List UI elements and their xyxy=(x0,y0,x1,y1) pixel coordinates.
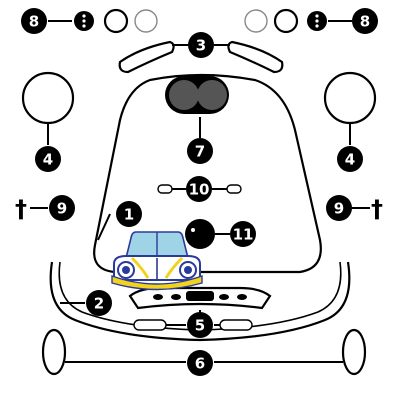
callout-circle xyxy=(86,290,112,316)
callout-number: 6 xyxy=(195,355,205,373)
marker-left-part-10 xyxy=(157,184,173,194)
callout-number: 7 xyxy=(195,143,205,161)
callout-2-badge: 2 xyxy=(86,290,112,316)
dagger-icon-left: † xyxy=(15,195,27,223)
end-pad-right-part-6 xyxy=(341,328,367,376)
emblem-part-11 xyxy=(185,219,215,249)
vent-left-part-5 xyxy=(133,319,167,331)
screw-dot xyxy=(315,14,319,18)
callout-number: 11 xyxy=(233,226,254,244)
callout-1-badge: 1 xyxy=(116,201,142,227)
callout-number: 4 xyxy=(345,151,355,169)
lid-trim-right-part-3 xyxy=(227,40,284,74)
callout-8-right-badge: 8 xyxy=(352,8,378,34)
leader-1 xyxy=(97,213,111,241)
round-lamp-left-part-4 xyxy=(21,71,75,125)
callout-9-right-badge: 9 xyxy=(326,195,352,221)
ring-large-left xyxy=(103,8,129,34)
front-panel-part-1 xyxy=(93,73,322,274)
emblem-highlight xyxy=(191,228,195,232)
callout-5-badge: 5 xyxy=(187,312,213,338)
callout-number: 4 xyxy=(43,151,53,169)
callout-circle xyxy=(187,138,213,164)
callout-9-left-badge: 9 xyxy=(49,195,75,221)
callout-circle xyxy=(188,32,214,58)
callout-number: 8 xyxy=(29,13,39,31)
ring-thin-right xyxy=(244,9,268,33)
lamp-lens-right xyxy=(197,80,227,110)
callout-circle xyxy=(21,8,47,34)
round-lamp-right-part-4 xyxy=(323,71,377,125)
callout-number: 5 xyxy=(195,317,205,335)
callout-circle xyxy=(187,350,213,376)
callout-number: 9 xyxy=(57,200,67,218)
callout-4-left-badge: 4 xyxy=(35,146,61,172)
marker-right-part-10 xyxy=(226,184,242,194)
callout-number: 2 xyxy=(94,295,104,313)
callout-layer: 1 2 3 4 4 5 6 7 8 8 9 9 10 11 xyxy=(21,8,378,376)
bumper-part-2 xyxy=(49,261,351,342)
vent-right-part-5 xyxy=(219,319,253,331)
callout-number: 3 xyxy=(196,37,206,55)
callout-circle xyxy=(186,176,212,202)
callout-10-badge: 10 xyxy=(186,176,212,202)
callout-circle xyxy=(35,146,61,172)
callout-11-badge: 11 xyxy=(230,221,256,247)
callout-number: 9 xyxy=(334,200,344,218)
callout-number: 8 xyxy=(360,13,370,31)
callout-number: 1 xyxy=(124,206,134,224)
callout-circle xyxy=(116,201,142,227)
screw-dot xyxy=(82,19,86,23)
car-front-icon xyxy=(111,231,203,291)
grille-holes xyxy=(153,291,247,301)
end-pad-left-part-6 xyxy=(41,328,67,376)
callout-8-left-badge: 8 xyxy=(21,8,47,34)
callout-circle xyxy=(187,312,213,338)
callout-circle xyxy=(326,195,352,221)
dagger-icon-right: † xyxy=(371,195,383,223)
callout-4-right-badge: 4 xyxy=(337,146,363,172)
screw-dot xyxy=(315,24,319,28)
callout-circle xyxy=(337,146,363,172)
callout-number: 10 xyxy=(189,181,210,199)
callout-6-badge: 6 xyxy=(187,350,213,376)
lamp-lens-left xyxy=(169,80,199,110)
callout-3-badge: 3 xyxy=(188,32,214,58)
screw-dot xyxy=(315,19,319,23)
screw-dot xyxy=(82,24,86,28)
ring-thin-left xyxy=(134,9,158,33)
callout-circle xyxy=(230,221,256,247)
callout-7-badge: 7 xyxy=(187,138,213,164)
lid-trim-left-part-3 xyxy=(118,40,175,74)
screw-dot xyxy=(82,14,86,18)
callout-circle xyxy=(352,8,378,34)
ring-large-right xyxy=(273,8,299,34)
callout-circle xyxy=(49,195,75,221)
